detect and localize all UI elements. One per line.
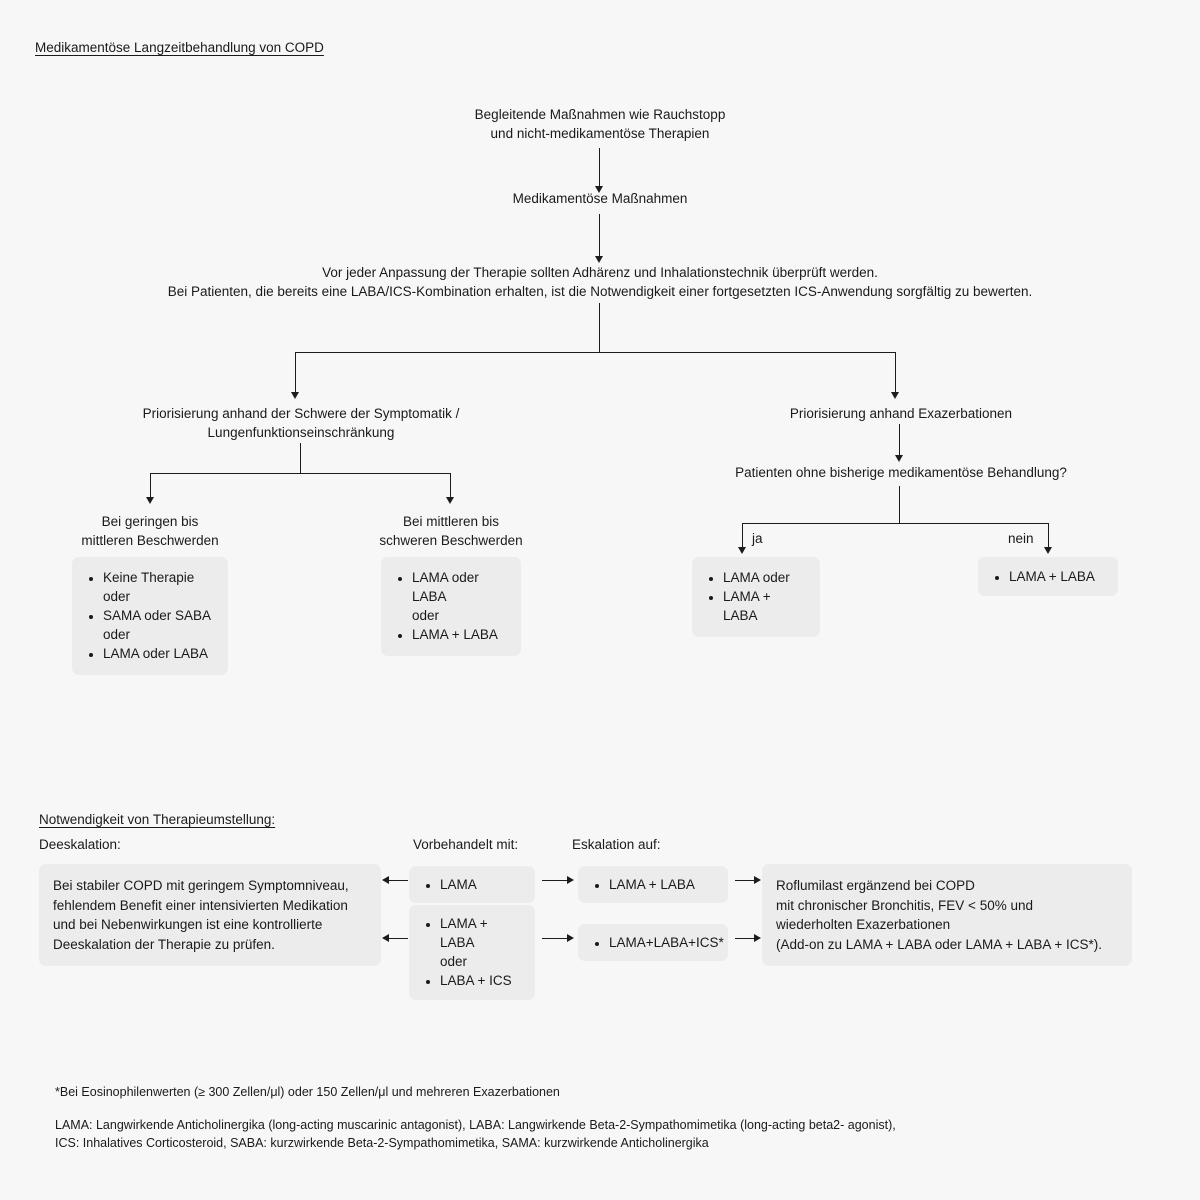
list-item: LAMA + LABA [609,875,714,894]
footnote-eosinophil: *Bei Eosinophilenwerten (≥ 300 Zellen/μl… [55,1085,560,1099]
connector-line [542,880,568,882]
branch-right-heading: Priorisierung anhand Exazerbationen [789,406,1013,421]
connector-line [1048,523,1050,551]
list-item: LABA + ICS [440,971,521,990]
connector-arrowhead [446,497,454,504]
left-sub2-heading: Bei mittleren bis schweren Beschwerden [379,514,523,548]
list-item: LAMA oder [723,568,806,587]
right-question: Patienten ohne bisherige medikamentöse B… [735,465,1067,480]
connector-line [599,148,601,189]
connector-line [150,473,152,501]
connector-line [599,303,601,353]
connector-line [300,443,302,474]
roflumilast-text: Roflumilast ergänzend bei COPD mit chron… [776,878,1103,952]
connector-line [295,352,896,354]
escalation-row1-box: LAMA + LABA [578,866,728,903]
footnote-abbreviations: LAMA: Langwirkende Anticholinergika (lon… [55,1118,896,1150]
connector-line [388,938,408,940]
connector-line [895,352,897,396]
connector-arrowhead [382,934,389,942]
edge-label-ja: ja [752,531,763,546]
deeskalation-text: Bei stabiler COPD mit geringem Symptomni… [53,878,349,952]
list-item: LAMA [440,875,521,894]
pretreated-row2-list: LAMA + LABA oder LABA + ICS [423,914,521,990]
connector-arrowhead [291,392,299,399]
connector-line [388,880,408,882]
pretreated-row1-box: LAMA [409,866,535,903]
connector-arrowhead [1044,547,1052,554]
connector-arrowhead [754,934,761,942]
node-begleitende-massnahmen: Begleitende Maßnahmen wie Rauchstopp und… [474,107,726,141]
list-item: LAMA oder LABA oder [412,568,507,625]
column-label-eskalation: Eskalation auf: [572,837,661,852]
connector-line [150,473,451,475]
connector-arrowhead [146,497,154,504]
node-medikamentoese-massnahmen: Medikamentöse Maßnahmen [512,191,688,206]
deeskalation-box: Bei stabiler COPD mit geringem Symptomni… [39,864,381,966]
escalation-row2-list: LAMA+LABA+ICS* [592,933,724,952]
edge-label-nein: nein [1008,531,1034,546]
left-sub2-list: LAMA oder LABA oder LAMA + LABA [395,568,507,644]
escalation-row2-box: LAMA+LABA+ICS* [578,924,728,961]
connector-arrowhead [738,547,746,554]
connector-arrowhead [567,876,574,884]
section-title-therapieumstellung: Notwendigkeit von Therapieumstellung: [39,812,276,827]
escalation-row1-list: LAMA + LABA [592,875,714,894]
right-ja-list: LAMA oder LAMA + LABA [706,568,806,625]
connector-line [450,473,452,501]
connector-line [742,523,1049,525]
roflumilast-box: Roflumilast ergänzend bei COPD mit chron… [762,864,1132,966]
left-sub1-box: Keine Therapie oder SAMA oder SABA oder … [72,557,228,675]
connector-line [735,880,755,882]
left-sub2-box: LAMA oder LABA oder LAMA + LABA [381,557,521,656]
list-item: Keine Therapie oder [103,568,214,606]
connector-arrowhead [595,256,603,263]
list-item: LAMA + LABA [412,625,507,644]
right-nein-box: LAMA + LABA [978,557,1118,596]
connector-line [542,938,568,940]
connector-arrowhead [595,186,603,193]
connector-line [899,486,901,524]
connector-arrowhead [895,455,903,462]
pretreated-row1-list: LAMA [423,875,521,894]
right-nein-list: LAMA + LABA [992,567,1104,586]
connector-line [735,938,755,940]
column-label-deeskalation: Deeskalation: [39,837,121,852]
connector-arrowhead [567,934,574,942]
right-ja-box: LAMA oder LAMA + LABA [692,557,820,637]
list-item: LAMA + LABA [723,587,806,625]
connector-arrowhead [754,876,761,884]
list-item: LAMA + LABA oder [440,914,521,971]
connector-line [599,214,601,261]
list-item: LAMA oder LABA [103,644,214,663]
branch-left-heading: Priorisierung anhand der Schwere der Sym… [142,406,460,440]
column-label-vorbehandelt: Vorbehandelt mit: [413,837,519,852]
page-title: Medikamentöse Langzeitbehandlung von COP… [35,40,324,55]
node-adhaerenz-hinweis: Vor jeder Anpassung der Therapie sollten… [167,265,1033,299]
list-item: SAMA oder SABA oder [103,606,214,644]
list-item: LAMA+LABA+ICS* [609,933,724,952]
left-sub1-heading: Bei geringen bis mittleren Beschwerden [81,514,219,548]
connector-arrowhead [891,392,899,399]
connector-line [295,352,297,396]
connector-line [899,424,901,460]
pretreated-row2-box: LAMA + LABA oder LABA + ICS [409,905,535,1000]
connector-line [742,523,744,551]
list-item: LAMA + LABA [1009,567,1104,586]
connector-arrowhead [382,876,389,884]
left-sub1-list: Keine Therapie oder SAMA oder SABA oder … [86,568,214,663]
